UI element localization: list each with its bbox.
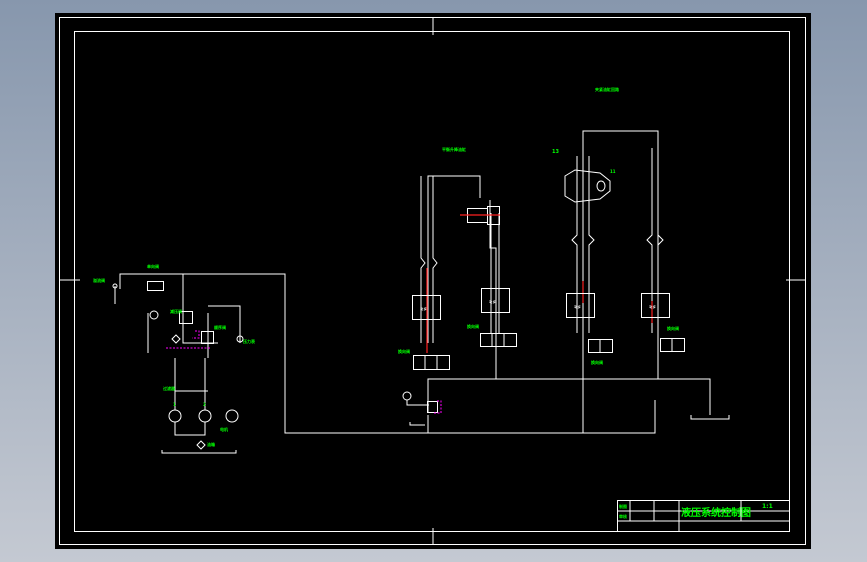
title-block-label-draw: 制图 — [619, 503, 627, 509]
directional-valve-3 — [588, 339, 613, 353]
label-11: 11 — [610, 169, 616, 174]
label-pressure-gauge: 压力表 — [243, 338, 255, 344]
drawing-scale: 1:1 — [762, 503, 773, 510]
title-block: 制图 审核 液压系统控制图 1:1 — [617, 500, 790, 532]
directional-valve-2 — [480, 333, 517, 347]
label-dir-valve-2: 换向阀 — [467, 323, 479, 329]
directional-valve-4 — [660, 338, 685, 352]
label-check-valve: 单向阀 — [147, 263, 159, 269]
svg-text:≷≶: ≷≶ — [489, 299, 496, 304]
label-motor: 电机 — [220, 426, 228, 432]
cylinder-3 — [571, 156, 595, 333]
title-block-label-check: 审核 — [619, 513, 627, 519]
label-13: 13 — [552, 149, 559, 155]
svg-text:≷≶: ≷≶ — [420, 306, 427, 311]
svg-text:≷≶: ≷≶ — [574, 304, 581, 309]
main-pipes — [119, 130, 730, 434]
label-pump-2: 2 — [203, 402, 206, 407]
label-tank: 油箱 — [207, 441, 215, 447]
hydraulic-schematic: 制图 审核 液压系统控制图 1:1 ≷≶ ≷≶ ≷≶ — [59, 17, 806, 545]
directional-valve-1 — [413, 355, 450, 370]
cylinder-2 — [490, 213, 500, 333]
label-dir-valve-1: 换向阀 — [398, 348, 410, 354]
hydraulic-lock-3: ≷≶ — [566, 293, 595, 318]
label-reducing-valve: 减压阀 — [170, 308, 182, 314]
power-unit — [112, 281, 244, 454]
lifting-cylinder-head — [460, 206, 500, 225]
hydraulic-lock-2: ≷≶ — [481, 288, 510, 313]
label-lift-cylinder: 平衡升降油缸 — [442, 146, 466, 152]
inner-border — [74, 31, 790, 532]
label-filter: 过滤器 — [163, 385, 176, 391]
sequence-valve — [402, 391, 442, 433]
drawing-title: 液压系统控制图 — [681, 506, 751, 519]
label-pump-1: 1 — [173, 402, 176, 407]
cylinder-1 — [420, 176, 438, 353]
hydraulic-lock-4: ≷≶ — [641, 293, 670, 318]
label-clamp-circuit: 夹紧油缸回路 — [595, 86, 619, 92]
label-dir-valve-4: 换向阀 — [667, 325, 679, 331]
svg-text:≷≶: ≷≶ — [649, 304, 656, 309]
label-relief-valve: 溢流阀 — [93, 277, 105, 283]
label-dir-valve-3: 换向阀 — [591, 359, 603, 365]
hydraulic-lock-1: ≷≶ — [412, 295, 441, 320]
cylinder-4 — [646, 148, 664, 333]
label-seq-valve: 顺序阀 — [214, 324, 226, 330]
drawing-viewport[interactable]: 制图 审核 液压系统控制图 1:1 ≷≶ ≷≶ ≷≶ — [55, 13, 811, 549]
gripper-mechanism — [564, 169, 611, 203]
